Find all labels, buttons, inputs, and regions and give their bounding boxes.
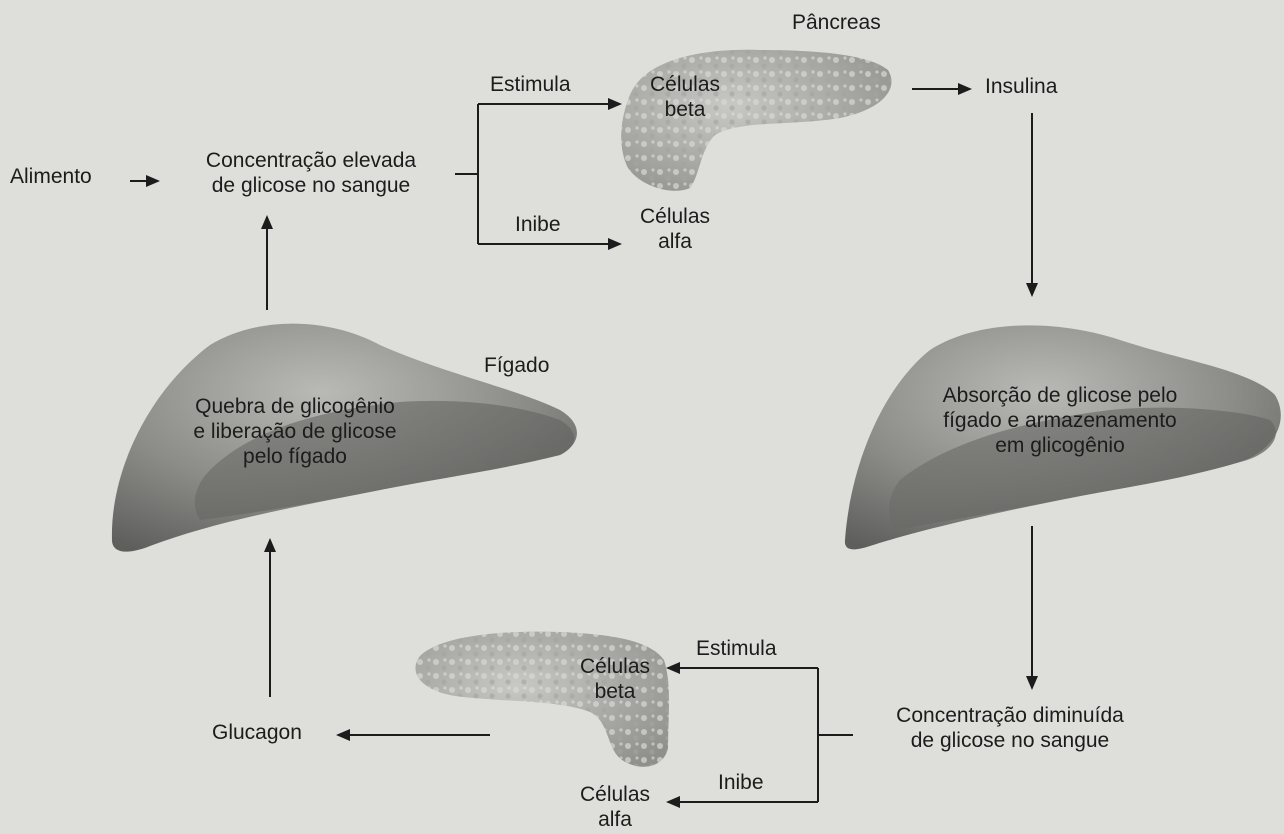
glucose-absorption-label: Absorção de glicose pelo fígado e armaze…: [910, 383, 1210, 458]
alpha-cells-label-top: Células alfa: [620, 204, 730, 254]
inhibits-label-bottom: Inibe: [718, 770, 764, 795]
liver-title: Fígado: [484, 353, 549, 378]
stimulates-label-top: Estimula: [490, 72, 571, 97]
beta-cells-label-top: Células beta: [630, 72, 740, 122]
glucagon-label: Glucagon: [212, 720, 302, 745]
stimulates-label-bottom: Estimula: [696, 636, 777, 661]
pancreas-title: Pâncreas: [792, 10, 881, 35]
inhibits-label-top: Inibe: [515, 212, 561, 237]
insulin-label: Insulina: [985, 74, 1057, 99]
alpha-cells-label-bottom: Células alfa: [560, 782, 670, 832]
alimento-label: Alimento: [10, 164, 92, 189]
high-glucose-label: Concentração elevada de glicose no sangu…: [176, 148, 446, 198]
beta-cells-label-bottom: Células beta: [560, 654, 670, 704]
bracket-top: [455, 104, 478, 244]
bracket-bottom: [818, 668, 853, 802]
glycogen-breakdown-label: Quebra de glicogênio e liberação de glic…: [160, 394, 430, 469]
low-glucose-label: Concentração diminuída de glicose no san…: [855, 703, 1165, 753]
